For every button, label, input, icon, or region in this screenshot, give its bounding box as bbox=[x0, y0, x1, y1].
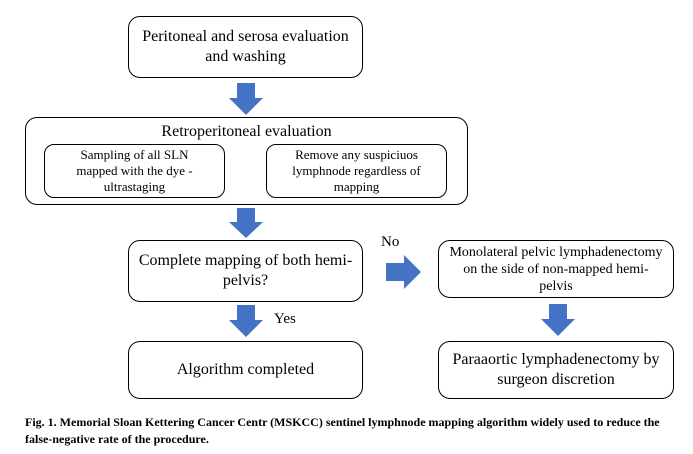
sampling-line-1: Sampling of all SLN bbox=[80, 147, 189, 162]
paraaortic-lymphadenectomy-box: Paraaortic lymphadenectomy by surgeon di… bbox=[438, 341, 674, 399]
algorithm-completed-box: Algorithm completed bbox=[128, 341, 363, 399]
complete-mapping-line-2: pelvis? bbox=[222, 272, 269, 289]
monolateral-lymphadenectomy-box: Monolateral pelvic lymphadenectomy on th… bbox=[438, 240, 674, 298]
sampling-line-2: mapped with the dye - bbox=[76, 163, 193, 178]
paraaortic-line-1: Paraaortic lymphadenectomy by bbox=[452, 351, 660, 368]
peritoneal-evaluation-box: Peritoneal and serosa evaluation and was… bbox=[128, 16, 363, 78]
sampling-line-3: ultrastaging bbox=[103, 179, 166, 194]
monolateral-line-2: on the side of non-mapped hemi- bbox=[463, 261, 649, 277]
down-arrow-paraaortic bbox=[541, 304, 575, 336]
monolateral-line-3: pelvis bbox=[539, 278, 573, 294]
retroperitoneal-title: Retroperitoneal evaluation bbox=[161, 123, 332, 140]
yes-label: Yes bbox=[274, 311, 296, 327]
paraaortic-line-2: surgeon discretion bbox=[497, 371, 615, 388]
monolateral-line-1: Monolateral pelvic lymphadenectomy bbox=[449, 244, 663, 260]
figure-caption: Fig. 1. Memorial Sloan Kettering Cancer … bbox=[25, 415, 660, 446]
right-arrow bbox=[386, 255, 421, 289]
remove-line-3: mapping bbox=[333, 179, 380, 194]
algorithm-completed-text: Algorithm completed bbox=[176, 361, 315, 378]
down-arrow-yes bbox=[229, 305, 263, 337]
complete-mapping-box: Complete mapping of both hemi- pelvis? bbox=[128, 240, 363, 302]
down-arrow-1 bbox=[229, 83, 263, 115]
remove-line-1: Remove any suspiciuos bbox=[295, 147, 418, 162]
peritoneal-line-1: Peritoneal and serosa evaluation bbox=[142, 28, 349, 45]
down-arrow-2 bbox=[229, 208, 263, 238]
remove-lymphnode-box: Remove any suspiciuos lymphnode regardle… bbox=[266, 144, 447, 198]
no-label: No bbox=[381, 234, 400, 250]
peritoneal-line-2: and washing bbox=[205, 48, 286, 65]
sampling-sln-box: Sampling of all SLN mapped with the dye … bbox=[44, 144, 225, 198]
complete-mapping-line-1: Complete mapping of both hemi- bbox=[138, 252, 353, 269]
remove-line-2: lymphnode regardless of bbox=[292, 163, 421, 178]
